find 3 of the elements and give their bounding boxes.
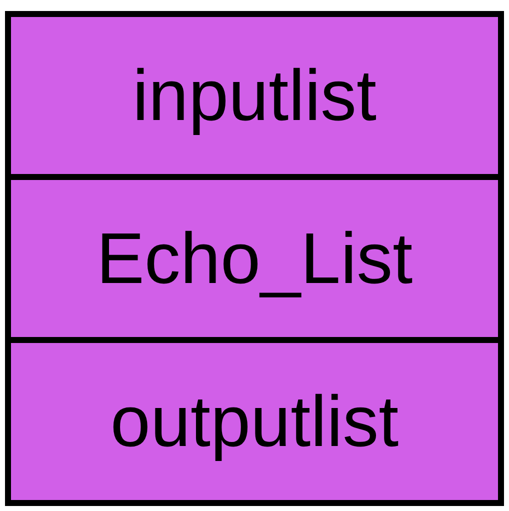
compartment-label: outputlist (110, 380, 399, 462)
compartment-label: inputlist (132, 54, 377, 136)
compartment-label: Echo_List (96, 218, 413, 300)
